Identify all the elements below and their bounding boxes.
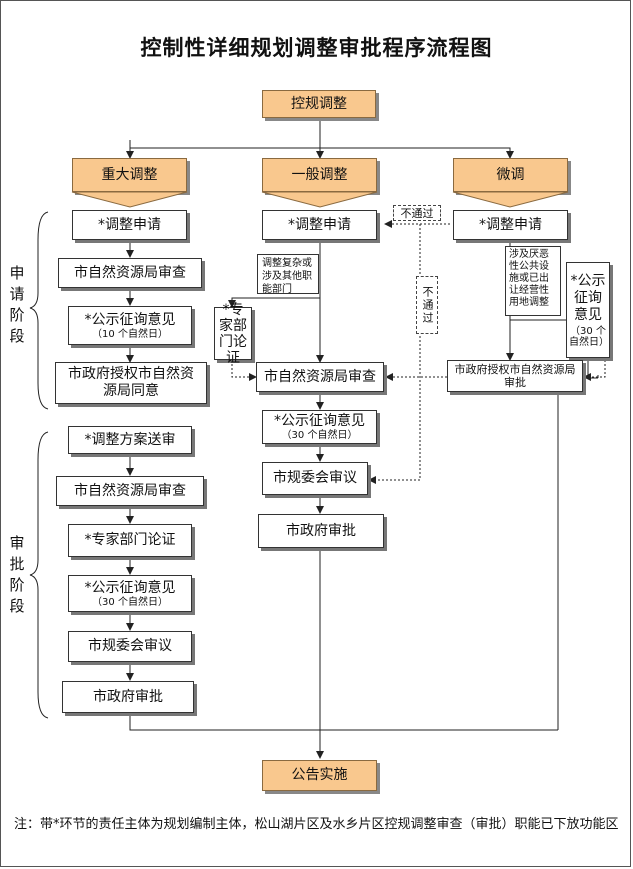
minor-publicity-sub: （30 个自然日）	[569, 325, 609, 348]
general-publicity-box: *公示征询意见 （30 个自然日）	[262, 410, 377, 444]
stage-approve-label: 审批阶段	[9, 534, 25, 615]
general-committee-box: 市规委会审议	[262, 462, 368, 495]
major-publicity1-box: *公示征询意见 （10 个自然日）	[68, 306, 192, 345]
major-apply-box: *调整申请	[72, 210, 187, 240]
category-major: 重大调整	[72, 158, 187, 192]
fail-top-label: 不通过	[393, 205, 441, 221]
minor-facility-note: 涉及厌恶性公共设施或已出让经营性用地调整	[505, 246, 561, 316]
major-gov-approve-box: 市政府审批	[62, 681, 194, 713]
stage-apply-label: 申请阶段	[9, 264, 25, 345]
general-apply-box: *调整申请	[262, 210, 377, 240]
major-expert-box: *专家部门论证	[68, 524, 192, 557]
general-publicity-main: *公示征询意见	[274, 413, 365, 429]
general-review-box: 市自然资源局审查	[256, 362, 384, 392]
footer-note: 注：带*环节的责任主体为规划编制主体，松山湖片区及水乡片区控规调整审查（审批）职…	[14, 817, 619, 832]
minor-apply-box: *调整申请	[453, 210, 568, 240]
major-publicity2-sub: （30 个自然日）	[92, 596, 168, 608]
page-title: 控制性详细规划调整审批程序流程图	[140, 36, 493, 60]
category-general: 一般调整	[262, 158, 377, 192]
general-expert-box: *专家部门论证	[214, 302, 252, 366]
minor-publicity-main: *公示征询意见	[570, 272, 606, 323]
major-submit-box: *调整方案送审	[68, 426, 192, 454]
general-publicity-sub: （30 个自然日）	[281, 430, 358, 441]
general-gov-approve-box: 市政府审批	[258, 514, 384, 548]
major-publicity1-main: *公示征询意见	[84, 311, 176, 328]
major-publicity2-box: *公示征询意见 （30 个自然日）	[68, 575, 192, 612]
major-publicity2-main: *公示征询意见	[84, 579, 176, 596]
fail-side-label: 不通过	[416, 276, 438, 334]
top-box: 控规调整	[262, 90, 376, 118]
major-gov-auth-box: 市政府授权市自然资源局同意	[55, 362, 207, 404]
major-review1-box: 市自然资源局审查	[58, 258, 202, 288]
major-committee-box: 市规委会审议	[68, 631, 192, 662]
major-review2-box: 市自然资源局审查	[56, 476, 204, 506]
major-publicity1-sub: （10 个自然日）	[92, 328, 168, 340]
general-complex-note: 调整复杂或涉及其他职能部门	[257, 254, 319, 295]
minor-publicity-box: *公示征询意见 （30 个自然日）	[566, 262, 610, 358]
final-box: 公告实施	[262, 760, 377, 791]
minor-gov-auth-box: 市政府授权市自然资源局审批	[447, 360, 583, 392]
